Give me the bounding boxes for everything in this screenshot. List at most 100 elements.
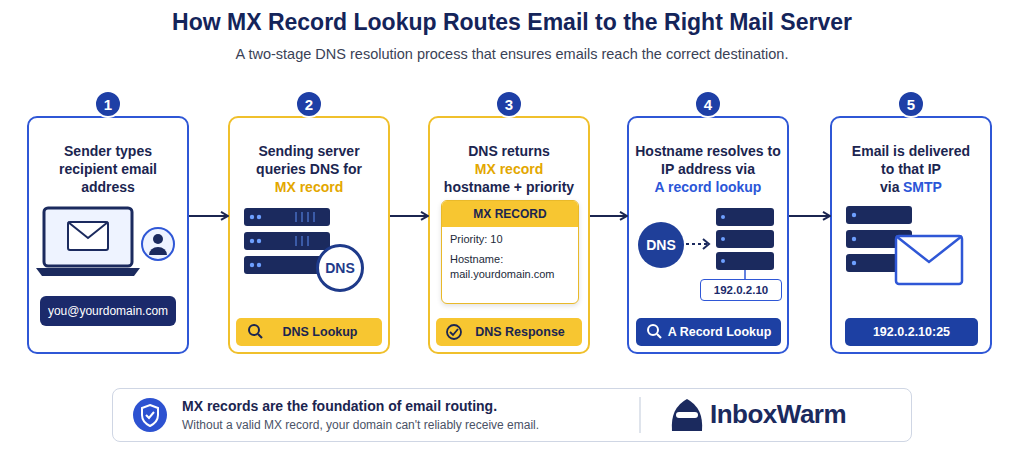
step-card: Sending server queries DNS forMX record2… [228,116,390,354]
accent-heading-text: MX record [436,160,582,178]
laptop-base [36,268,140,276]
server-stack [846,206,962,284]
shield-check [146,412,154,418]
shield-outline [142,405,158,426]
step-card: DNS returnsMX recordhostname + priority3… [428,116,590,354]
heading-text: Sender types recipient email address [59,143,157,195]
badge-text: A Record Lookup [668,325,772,339]
server-led [257,239,261,243]
server-unit [244,208,330,226]
laptop-illustration [36,208,140,276]
heading-text: DNS returns [436,142,582,160]
server-led [852,237,856,241]
status-badge: DNS Lookup [236,318,382,346]
brand-logo-text: InboxWarm [710,399,846,430]
server-led [721,215,725,219]
person-icon [142,228,174,260]
person-body [149,247,167,255]
accent-heading-text: MX record [236,178,382,196]
dns-globe-circle: DNS [316,244,364,292]
step-number: 5 [897,90,925,118]
shield-icon [133,398,167,432]
leader-head [703,239,709,249]
server-led [257,215,261,219]
step-card: Email is delivered to that IP viaSMTP519… [830,116,992,354]
heading-text: hostname + priority [436,178,582,196]
num-text: 1 [104,96,112,113]
server-led [852,261,856,265]
server-unit [846,206,912,224]
card-heading: Email is delivered to that IP viaSMTP [849,142,973,196]
accent-heading-text: A record lookup [635,178,781,196]
dashed-leader [686,243,708,245]
status-badge: 192.0.2.10:25 [845,318,978,346]
logo-eyes [676,412,698,418]
heading-text: Sending server queries DNS for [236,142,382,178]
flow-arrow [189,215,228,217]
person-ring [142,228,174,260]
flow-arrow [390,215,428,217]
server-unit [846,254,912,272]
badge-text: 192.0.2.10:25 [873,325,950,339]
num-text: 2 [305,96,313,113]
laptop-screen [44,208,132,266]
footer-note-box: MX records are the foundation of email r… [112,388,912,442]
server-led [250,215,254,219]
logo-hood [672,399,702,431]
diagram-caption: A two-stage DNS resolution process that … [0,46,1024,62]
badge-text: DNS Response [475,325,565,339]
ip-address-box: 192.0.2.10 [700,279,782,301]
footer-divider [639,397,641,433]
envelope-flap [896,236,962,262]
server-led [852,213,856,217]
envelope-icon [896,236,962,284]
step-number: 3 [495,90,523,118]
diagram-title: How MX Record Lookup Routes Email to the… [0,9,1024,36]
flow-arrow [789,215,830,217]
server-vents [296,212,314,246]
heading-text: Hostname resolves to IP address via [635,142,781,178]
num-text: 5 [907,96,915,113]
card-heading: Sender types recipient email address [46,142,170,196]
card-heading: Hostname resolves to IP address viaA rec… [635,142,781,196]
server-unit [716,208,774,226]
badge-text: DNS Lookup [283,325,358,339]
accent-heading-text: SMTP [903,179,942,195]
server-unit [846,230,912,248]
step-number: 2 [295,90,323,118]
step-number: 1 [94,90,122,118]
server-led [250,239,254,243]
shield-disc [133,398,167,432]
leader-line [744,270,746,279]
envelope-flap [68,222,108,238]
record-field: Priority: 10 [442,227,578,247]
server-unit [716,252,774,270]
mx-record-card: MX RECORDPriority: 10Hostname: mail.your… [441,200,579,304]
pill-text: you@yourdomain.com [48,304,168,318]
dns-to-server-arrow [686,239,709,249]
footer-body: Without a valid MX record, your domain c… [182,418,632,432]
num-text: 4 [704,96,712,113]
server-stack [716,208,774,279]
record-header: MX RECORD [442,201,578,227]
dns-circle: DNS [638,222,684,268]
envelope-icon [68,222,108,250]
step-number: 4 [694,90,722,118]
ip-text: 192.0.2.10 [714,284,768,296]
card-heading: DNS returnsMX recordhostname + priority [436,142,582,196]
dnsd-text: DNS [646,237,676,253]
server-unit [716,230,774,248]
dns-text: DNS [325,260,355,276]
footer-heading: MX records are the foundation of email r… [182,398,632,414]
email-address-pill: you@yourdomain.com [40,296,176,326]
card-heading: Sending server queries DNS forMX record [236,142,382,196]
record-field: Hostname: mail.yourdomain.com [442,247,578,282]
server-led [721,237,725,241]
step-card: Sender types recipient email address1you… [27,116,189,354]
server-unit [244,232,330,250]
step-card: Hostname resolves to IP address viaA rec… [627,116,789,354]
person-head [153,234,163,244]
status-badge: DNS Response [436,318,582,346]
server-led [721,259,725,263]
